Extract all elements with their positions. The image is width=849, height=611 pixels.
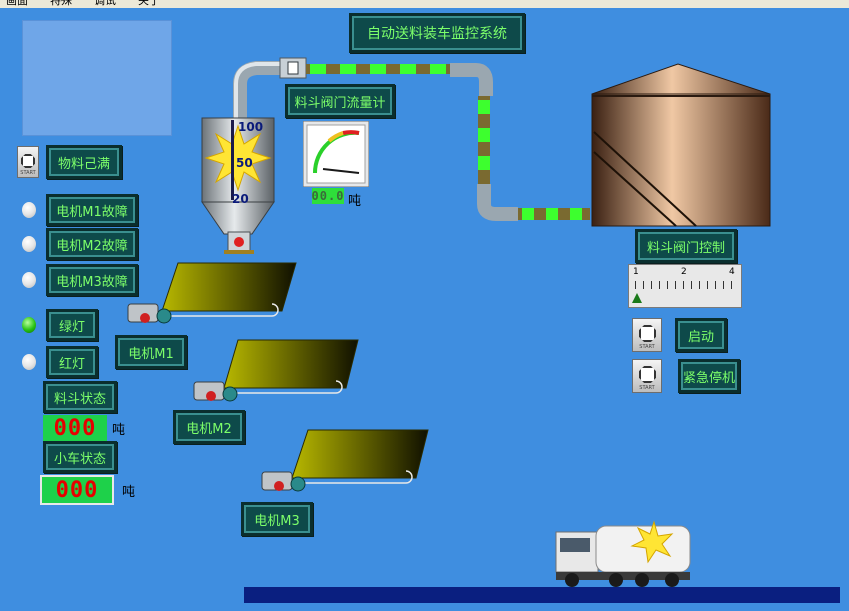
conveyor-m2-belt	[223, 339, 359, 389]
green-light-lamp	[22, 317, 36, 333]
valve-scale-2: 2	[681, 267, 687, 277]
motor-m3-label: 电机M3	[241, 502, 313, 536]
emergency-stop-button[interactable]: START	[632, 359, 662, 393]
riser-elbow-pipe	[450, 63, 493, 96]
flowmeter-value-display: 00.0	[311, 188, 345, 204]
truck-burst-icon	[630, 520, 674, 564]
stop-octagon-icon	[639, 366, 656, 383]
flowmeter-gauge	[303, 121, 369, 187]
valve-control-label: 料斗阀门控制	[635, 229, 737, 263]
material-full-button[interactable]: START	[17, 146, 39, 178]
page-title: 自动送料装车监控系统	[349, 13, 525, 53]
red-light-lamp	[22, 354, 36, 370]
conveyor-m3-frame	[296, 470, 413, 484]
conveyor-m1-frame	[164, 303, 279, 317]
hopper-inlet-pipe-highlight	[234, 62, 282, 122]
motor-m3-fault-label: 电机M3故障	[46, 264, 138, 296]
motor-m2-label: 电机M2	[173, 410, 245, 444]
start-button[interactable]: START	[632, 318, 662, 352]
hopper-weight-display: 000	[43, 415, 107, 441]
lower-elbow-pipe	[477, 184, 518, 221]
motor-m3-fault-lamp	[22, 272, 36, 288]
cart-weight-display: 000	[40, 475, 114, 505]
start-button-tag: START	[639, 344, 655, 350]
start-octagon-icon	[639, 325, 656, 342]
cart-weight-unit: 吨	[122, 485, 136, 500]
vertical-conveyor-cells	[478, 100, 490, 170]
emergency-stop-label: 紧急停机	[678, 359, 740, 393]
flowmeter-label: 料斗阀门流量计	[285, 84, 395, 118]
hopper-state-label: 料斗状态	[43, 381, 117, 413]
top-conveyor-cells	[310, 64, 446, 74]
start-label: 启动	[675, 318, 727, 352]
valve-scale-ticks	[635, 281, 735, 289]
red-light-label: 红灯	[46, 346, 98, 378]
menu-bar: 画面特殊调试关于	[0, 0, 849, 8]
button-tag: START	[20, 170, 36, 176]
storage-silo	[591, 63, 771, 227]
motor-m1-fault-label: 电机M1故障	[46, 194, 138, 226]
cart-state-label: 小车状态	[43, 441, 117, 473]
motor-m1-icon	[127, 303, 172, 324]
hopper-weight-unit: 吨	[112, 423, 126, 438]
valve-slider[interactable]: 1 2 4	[628, 264, 742, 308]
stop-octagon-icon	[21, 154, 35, 168]
valve-slider-thumb[interactable]	[632, 293, 642, 303]
stop-button-tag: START	[639, 385, 655, 391]
hopper-burst-icon	[204, 124, 272, 192]
material-full-label: 物料己满	[46, 145, 122, 179]
green-light-label: 绿灯	[46, 309, 98, 341]
conveyor-m1-belt	[161, 262, 297, 312]
hopper-tick-20: 20	[232, 192, 249, 206]
valve-scale-1: 1	[633, 267, 639, 277]
motor-m1-fault-lamp	[22, 202, 36, 218]
truck-track	[244, 587, 840, 603]
hopper-inlet-pipe	[233, 61, 282, 122]
hopper-tick-50: 50	[236, 156, 253, 170]
motor-m2-fault-lamp	[22, 236, 36, 252]
hopper-outlet-valve	[224, 231, 254, 254]
mixer-truck-icon	[555, 520, 691, 587]
motor-m2-fault-label: 电机M2故障	[46, 228, 138, 260]
valve-scale-4: 4	[729, 267, 735, 277]
inlet-valve-core	[287, 61, 299, 75]
hopper-tick-100: 100	[238, 120, 264, 134]
blank-panel	[22, 20, 172, 136]
motor-m3-icon	[261, 471, 306, 492]
silo-feed-cells	[522, 208, 582, 220]
motor-m2-icon	[193, 381, 238, 402]
conveyor-m2-frame	[226, 380, 343, 394]
conveyor-m3-belt	[291, 429, 429, 479]
flowmeter-unit: 吨	[348, 194, 362, 209]
motor-m1-label: 电机M1	[115, 335, 187, 369]
